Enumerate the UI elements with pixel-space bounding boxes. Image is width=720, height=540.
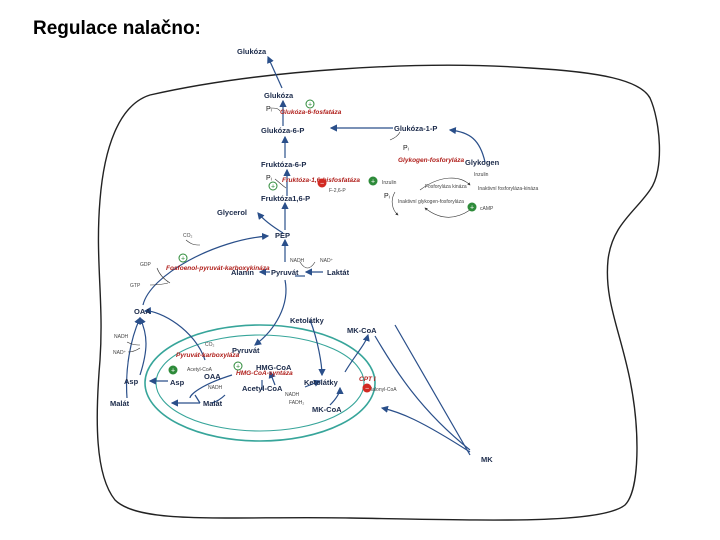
activator-badge: + — [178, 253, 188, 263]
label-pi-g1p: Pᵢ — [403, 145, 409, 152]
label-malat-m: Malát — [203, 399, 223, 408]
label-nad-b: NAD⁺ — [113, 350, 127, 356]
label-hmgcoa-syntaza: HMG-CoA-syntáza — [236, 370, 293, 377]
mitochondrion-outer — [144, 324, 376, 442]
label-insulin-b: Inzulin — [474, 172, 489, 178]
label-asp-m: Asp — [170, 378, 185, 387]
mitochondrion-inner — [155, 334, 365, 432]
label-inaktivni-fosforylaza: Inaktivní glykogen-fosforyláza — [398, 199, 464, 205]
label-ketolatky-m: Ketolátky — [304, 378, 339, 387]
label-g6pase: Glukóza-6-fosfatáza — [280, 109, 342, 116]
activator-badge: + — [305, 99, 315, 109]
label-acetylcoa-small: Acetyl-CoA — [187, 367, 213, 373]
label-camp: cAMP — [480, 206, 494, 212]
label-acetylcoa: Acetyl-CoA — [242, 384, 283, 393]
label-fosforylaza-kinaza: Fosforyláza kináza — [425, 184, 467, 190]
label-gtp: GTP — [130, 283, 141, 289]
label-alanin: Alanin — [231, 268, 254, 277]
svg-text:+: + — [271, 184, 275, 191]
label-mkcoa-top: MK-CoA — [347, 326, 377, 335]
label-nadh-m: NADH — [208, 385, 223, 391]
label-co2-m: CO₂ — [205, 342, 215, 348]
label-gdp: GDP — [140, 262, 152, 268]
label-hmgcoa: HMG-CoA — [256, 363, 292, 372]
label-nadh-a: NADH — [290, 258, 305, 264]
label-g6p: Glukóza-6-P — [261, 126, 304, 135]
svg-text:+: + — [470, 205, 474, 212]
label-nad-a: NAD⁺ — [320, 258, 334, 264]
activator-badge: + — [268, 181, 278, 191]
label-fadh2: FADH₂ — [289, 400, 304, 406]
label-pep: PEP — [275, 231, 290, 240]
label-malonyl: Malonyl-CoA — [368, 387, 397, 393]
label-inaktivni-kinaza: Inaktivní fosforyláza-kináza — [478, 186, 539, 192]
svg-text:−: − — [365, 386, 369, 393]
label-malat-cyt: Malát — [110, 399, 130, 408]
inhibitor-badge: − — [362, 383, 372, 393]
label-cpt: CPT I — [359, 376, 376, 383]
label-pepck: Fosfoenol-pyruvát-karboxykináza — [166, 265, 270, 272]
label-f16p: Fruktóza1,6-P — [261, 194, 310, 203]
label-mkcoa-m: MK-CoA — [312, 405, 342, 414]
label-asp-cyt: Asp — [124, 377, 139, 386]
label-mk: MK — [481, 455, 493, 464]
cell-membrane — [96, 64, 661, 521]
label-oaa-cyt: OAA — [134, 307, 151, 316]
label-nadh-b: NADH — [114, 334, 129, 340]
activator-badge: + — [368, 176, 378, 186]
label-insulin-a: Inzulin — [382, 180, 397, 186]
label-co2-a: CO₂ — [183, 233, 193, 239]
activator-badge: + — [233, 361, 243, 371]
label-glyk-fosforylaza: Glykogen-fosforyláza — [398, 157, 464, 164]
activator-badge: + — [467, 202, 477, 212]
label-f6p: Fruktóza-6-P — [261, 160, 306, 169]
label-nadh-m2: NADH — [285, 392, 300, 398]
label-f26p: F-2,6-P — [329, 188, 346, 194]
label-ketolatky-top: Ketolátky — [290, 316, 325, 325]
activator-badge: + — [168, 365, 178, 375]
label-g1p: Glukóza-1-P — [394, 124, 437, 133]
svg-text:+: + — [171, 368, 175, 375]
label-glycerol: Glycerol — [217, 208, 247, 217]
label-pyr-karboxylaza: Pyruvát-karboxyláza — [176, 352, 240, 359]
label-pi-2: Pᵢ — [266, 175, 272, 182]
svg-text:+: + — [181, 256, 185, 263]
svg-text:+: + — [308, 102, 312, 109]
label-pyruvat: Pyruvát — [271, 268, 299, 277]
svg-text:−: − — [320, 181, 324, 188]
page-title: Regulace nalačno: — [33, 18, 201, 39]
inhibitor-badge: − — [317, 178, 327, 188]
label-pi-3: Pᵢ — [384, 193, 390, 200]
label-glykogen: Glykogen — [465, 158, 500, 167]
label-oaa-m: OAA — [204, 372, 221, 381]
label-laktat: Laktát — [327, 268, 350, 277]
svg-text:+: + — [236, 364, 240, 371]
label-pyruvat-m: Pyruvát — [232, 346, 260, 355]
svg-text:+: + — [371, 179, 375, 186]
label-glukoza-out: Glukóza — [237, 47, 267, 56]
label-glukoza: Glukóza — [264, 91, 294, 100]
label-pi-1: Pᵢ — [266, 106, 272, 113]
